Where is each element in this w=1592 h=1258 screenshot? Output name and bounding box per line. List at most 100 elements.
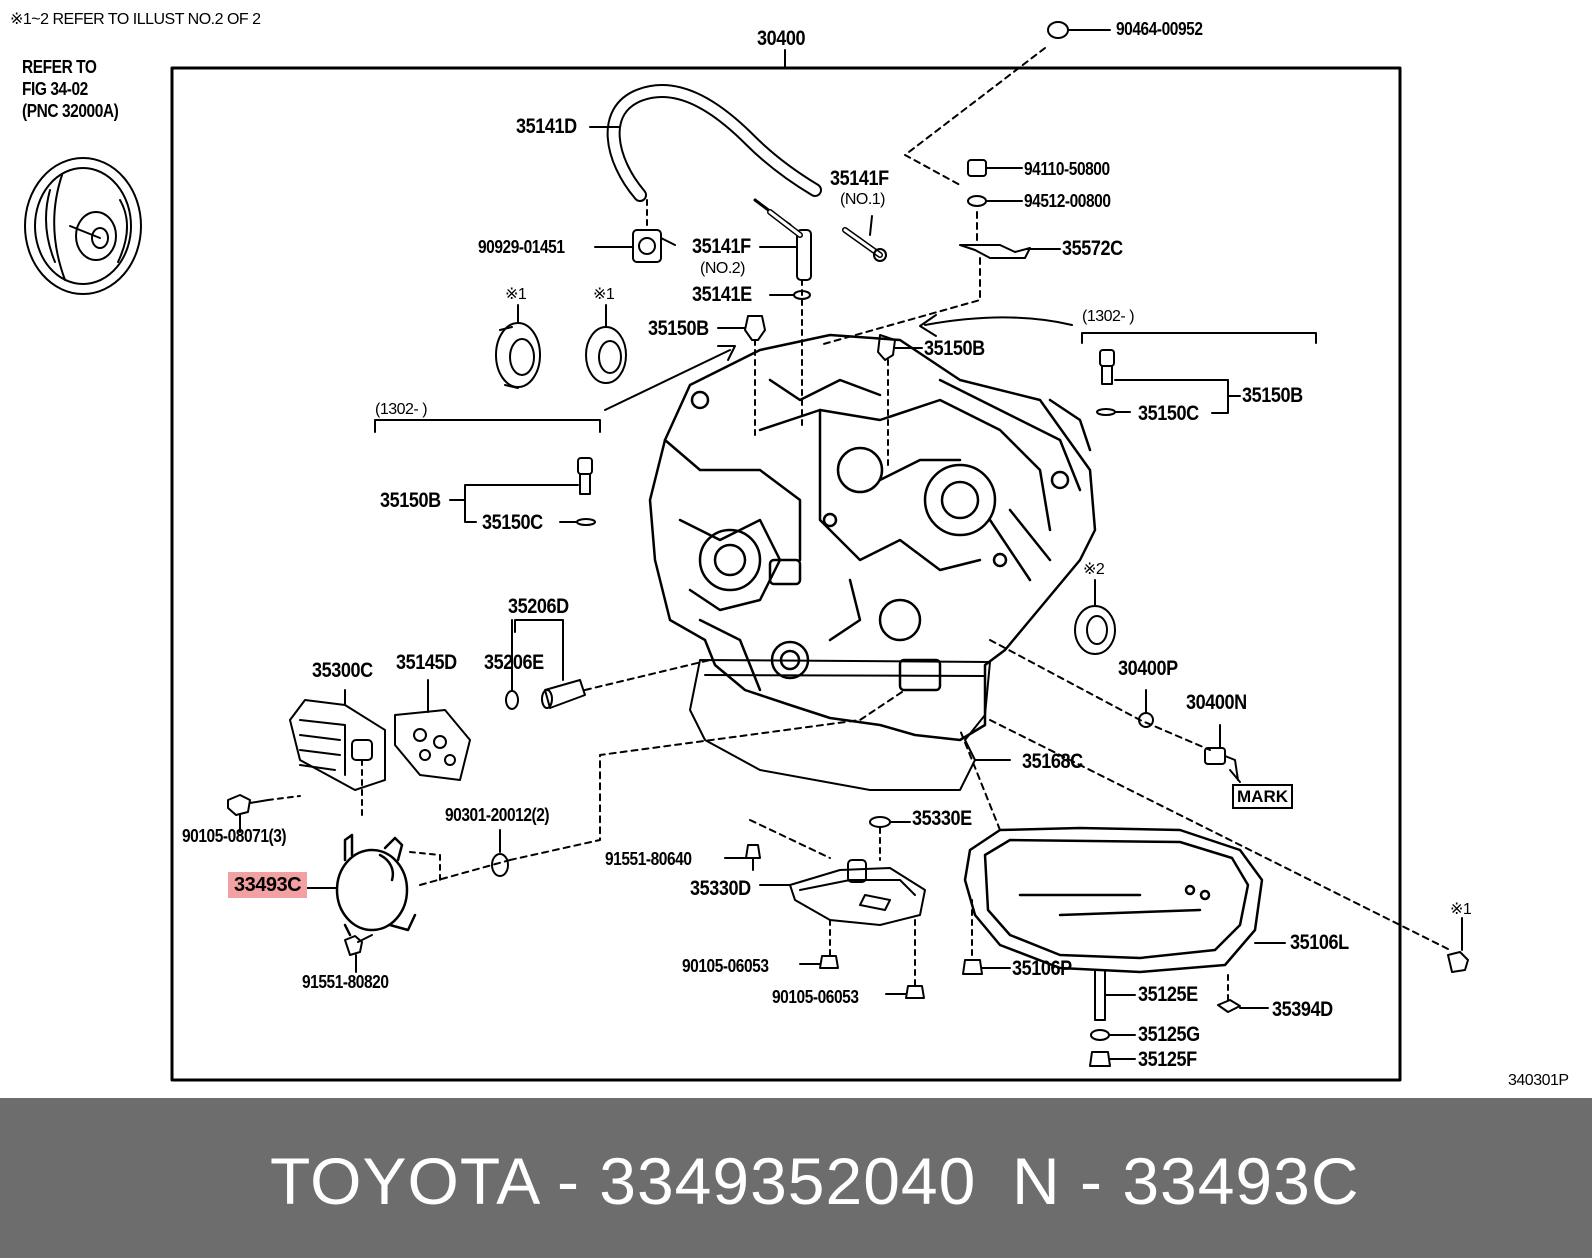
label-star1-a: ※1: [505, 286, 527, 303]
oil-cooler-33493C: [335, 833, 417, 937]
clamp-90929-01451: [632, 229, 676, 263]
dashed-35206: [584, 659, 711, 691]
dashed-bracket: [819, 211, 981, 346]
plug-35150B-left: [577, 457, 593, 495]
label-30400N[interactable]: 30400N: [1186, 691, 1247, 714]
figure-code: 340301P: [1508, 1072, 1569, 1089]
label-35125F[interactable]: 35125F: [1138, 1048, 1197, 1071]
label-35125G[interactable]: 35125G: [1138, 1023, 1200, 1046]
plate-35300C: [289, 699, 386, 791]
label-35150C-right[interactable]: 35150C: [1138, 402, 1199, 425]
label-35206E[interactable]: 35206E: [484, 651, 544, 674]
sensor-30400N: [1204, 747, 1239, 781]
label-35206D[interactable]: 35206D: [508, 595, 569, 618]
label-35145D[interactable]: 35145D: [396, 651, 457, 674]
label-35300C[interactable]: 35300C: [312, 659, 373, 682]
label-91551-80820[interactable]: 91551-80820: [302, 972, 389, 992]
parts-diagram: ※1~2 REFER TO ILLUST NO.2 OF 2 REFER TO …: [10, 11, 1569, 1089]
label-star2: ※2: [1083, 561, 1105, 578]
label-35106L[interactable]: 35106L: [1290, 931, 1349, 954]
label-94512-00800[interactable]: 94512-00800: [1024, 191, 1111, 211]
oring-90301-20012: [491, 853, 509, 877]
oil-seal-star2: [1074, 605, 1116, 655]
torque-converter-illustration: [24, 157, 142, 295]
diagram-drawing: [24, 21, 1469, 1082]
arrowhead-35150B-a: [717, 345, 736, 361]
label-35106P[interactable]: 35106P: [1012, 957, 1072, 980]
gasket-35168C-inner: [704, 674, 986, 677]
refer-line-1: REFER TO: [22, 57, 97, 77]
bolt-35106P: [962, 959, 983, 975]
hose-35141D: [606, 84, 822, 227]
label-35168C[interactable]: 35168C: [1022, 750, 1083, 773]
label-35125E[interactable]: 35125E: [1138, 983, 1198, 1006]
label-star1-b: ※1: [593, 286, 615, 303]
pipe-35206E: [541, 679, 586, 709]
bracket-35572C: [959, 244, 1061, 259]
label-no1: (NO.1): [840, 191, 886, 208]
leader-35206D: [514, 619, 564, 681]
gasket-35125G: [1090, 1029, 1110, 1041]
label-35141F-no1[interactable]: 35141F: [830, 167, 889, 190]
leader-35150-right: [1114, 379, 1229, 414]
label-range-right: (1302- ): [1082, 308, 1135, 325]
range-bracket-left: [374, 419, 601, 433]
dashed-33493C: [409, 851, 441, 881]
plug-35150B-b: [877, 334, 896, 471]
label-90929-01451[interactable]: 90929-01451: [478, 237, 565, 257]
oil-pan-35106L: [963, 826, 1264, 974]
label-35141D[interactable]: 35141D: [516, 115, 577, 138]
label-35141E[interactable]: 35141E: [692, 283, 752, 306]
label-35150B-a[interactable]: 35150B: [648, 317, 709, 340]
refer-line-2: FIG 34-02: [22, 79, 88, 99]
dashed-oil-pan: [959, 729, 1001, 831]
plug-35150B-a: [744, 315, 766, 441]
label-94110-50800[interactable]: 94110-50800: [1024, 159, 1110, 179]
label-35330E[interactable]: 35330E: [912, 807, 972, 830]
bolt-91551-80640: [745, 844, 761, 871]
illustration-note: ※1~2 REFER TO ILLUST NO.2 OF 2: [10, 11, 261, 28]
refer-line-3: (PNC 32000A): [22, 101, 119, 121]
label-no2: (NO.2): [700, 260, 746, 277]
label-90105-06053-a[interactable]: 90105-06053: [682, 956, 769, 976]
label-90301-20012[interactable]: 90301-20012(2): [445, 805, 550, 825]
oring-35150C-right: [1096, 408, 1116, 416]
magnet-35394D: [1217, 999, 1241, 1013]
oil-seal-star1-b: [585, 326, 627, 384]
label-90105-06053-b[interactable]: 90105-06053: [772, 987, 859, 1007]
oring-35150C-left: [576, 518, 596, 526]
label-35150B-left[interactable]: 35150B: [380, 489, 441, 512]
label-90105-08071[interactable]: 90105-08071(3): [182, 826, 287, 846]
label-30400P[interactable]: 30400P: [1118, 657, 1178, 680]
tube-35125E: [1094, 969, 1106, 1021]
arrow-35150B-b: [924, 316, 1073, 326]
mark-box: MARK: [1232, 784, 1293, 809]
bolt-94110-50800: [967, 159, 1023, 177]
label-35572C[interactable]: 35572C: [1062, 237, 1123, 260]
clamp-90464-00952: [1047, 21, 1069, 39]
dashed-90301: [419, 689, 906, 886]
label-91551-80640[interactable]: 91551-80640: [605, 849, 692, 869]
gasket-35145D: [394, 709, 471, 781]
oil-seal-star1-a: [495, 322, 541, 389]
main-frame: [170, 66, 1402, 1082]
label-35150B-right[interactable]: 35150B: [1242, 384, 1303, 407]
label-35150B-b[interactable]: 35150B: [924, 337, 985, 360]
label-35330D[interactable]: 35330D: [690, 877, 751, 900]
leader-35150-left: [449, 484, 579, 523]
dashed-90105-08071: [267, 795, 301, 801]
label-range-left: (1302- ): [375, 401, 428, 418]
bolt-90105-08071: [227, 794, 269, 816]
oring-35206: [505, 690, 519, 710]
label-33493C-highlighted[interactable]: 33493C: [228, 872, 308, 898]
bolt-91551-80820: [344, 934, 373, 956]
label-30400[interactable]: 30400: [757, 27, 806, 50]
plug-35150B-right: [1099, 349, 1115, 385]
arrowhead-35150B-b: [919, 314, 937, 337]
label-90464-00952[interactable]: 90464-00952: [1116, 19, 1203, 39]
label-35141F-no2[interactable]: 35141F: [692, 235, 751, 258]
footer-brand-part-number: TOYOTA - 3349352040: [270, 1144, 977, 1218]
label-35150C-left[interactable]: 35150C: [482, 511, 543, 534]
bolt-90105-06053-b: [905, 985, 925, 999]
label-35394D[interactable]: 35394D: [1272, 998, 1333, 1021]
